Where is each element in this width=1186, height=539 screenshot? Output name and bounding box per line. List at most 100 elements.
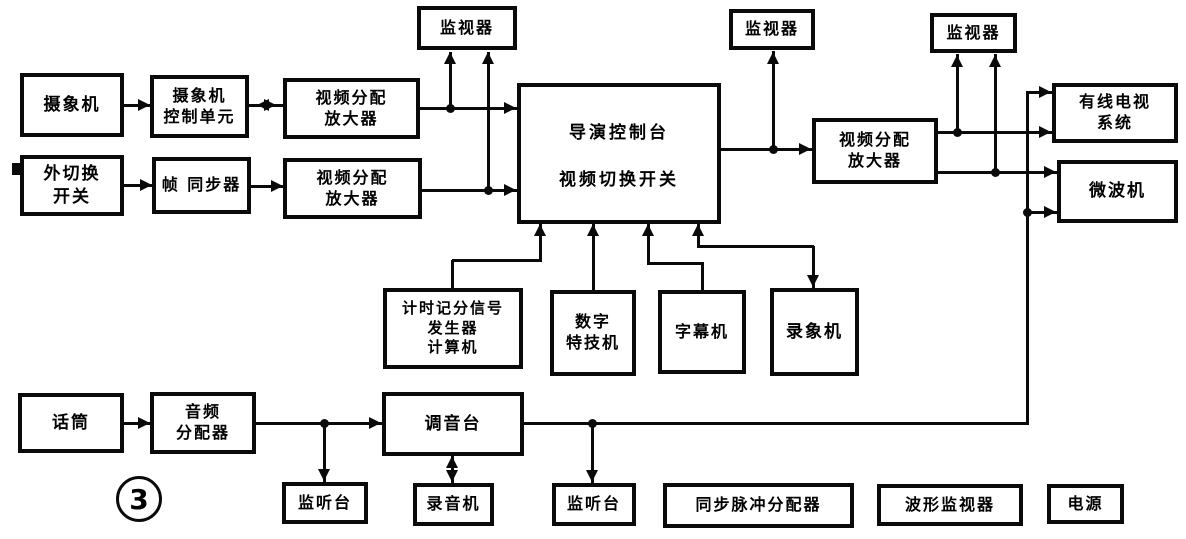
console-line-1: 导演控制台 xyxy=(569,122,669,143)
box-frame-synchronizer: 帧 同步器 xyxy=(152,157,251,214)
arrowhead-down xyxy=(446,470,458,482)
arrowhead-up xyxy=(642,224,654,236)
arrowhead-down xyxy=(807,275,819,287)
box-video-dist-amp-3-label: 视频分配 放大器 xyxy=(838,130,911,170)
junction-dot xyxy=(484,186,493,195)
box-audio-distributor: 音频 分配器 xyxy=(150,392,256,454)
connector-segment xyxy=(523,422,1029,425)
box-sync-pulse-distributor-label: 同步脉冲分配器 xyxy=(695,495,822,515)
arrowhead-right xyxy=(1044,166,1056,178)
box-microwave-unit: 微波机 xyxy=(1057,160,1178,223)
box-frame-synchronizer-label: 帧 同步器 xyxy=(161,175,242,195)
box-waveform-monitor-label: 波形监视器 xyxy=(904,494,995,514)
box-digital-effects-unit: 数字 特技机 xyxy=(550,290,636,376)
box-camera-control-unit: 摄象机 控制单元 xyxy=(150,75,249,138)
arrowhead-up xyxy=(482,52,494,64)
box-cable-tv-system-label: 有线电视 系统 xyxy=(1078,92,1151,132)
junction-dot xyxy=(446,104,455,113)
box-video-dist-amp-2: 视频分配 放大器 xyxy=(283,158,422,219)
box-listen-station-2: 监听台 xyxy=(552,483,636,526)
box-sync-pulse-distributor: 同步脉冲分配器 xyxy=(663,483,854,528)
box-audio-mixer-label: 调音台 xyxy=(424,413,482,434)
box-external-switch: 外切换 开关 xyxy=(20,155,124,216)
connector-segment xyxy=(1026,91,1029,424)
arrowhead-up xyxy=(989,55,1001,67)
box-audio-recorder: 录音机 xyxy=(413,483,494,526)
connector-segment xyxy=(123,422,150,425)
arrowhead-up xyxy=(587,224,599,236)
box-microphone-label: 话筒 xyxy=(52,412,90,433)
connector-segment xyxy=(1027,211,1057,214)
arrowhead-right xyxy=(140,179,152,191)
connector-segment xyxy=(701,263,704,290)
arrowhead-down xyxy=(586,470,598,482)
box-camera: 摄象机 xyxy=(20,73,124,137)
connector-segment xyxy=(812,246,815,288)
arrowhead-right xyxy=(271,180,283,192)
arrowhead-right xyxy=(138,99,150,111)
box-audio-recorder-label: 录音机 xyxy=(426,494,481,514)
box-camera-label: 摄象机 xyxy=(43,94,101,115)
connector-segment xyxy=(255,422,382,425)
connector-segment xyxy=(449,52,452,109)
connector-segment xyxy=(697,224,700,248)
connector-segment xyxy=(487,52,490,191)
box-power-supply: 电源 xyxy=(1047,484,1124,524)
scan-artifact xyxy=(12,163,21,175)
junction-dot xyxy=(1023,208,1032,217)
box-monitor-3: 监视器 xyxy=(930,13,1017,53)
box-audio-distributor-label: 音频 分配器 xyxy=(175,402,230,442)
junction-dot xyxy=(953,128,962,137)
box-video-recorder: 录象机 xyxy=(770,288,859,376)
junction-dot xyxy=(320,419,329,428)
connector-segment xyxy=(123,104,151,107)
box-monitor-1-label: 监视器 xyxy=(439,17,494,37)
box-monitor-1: 监视器 xyxy=(417,6,517,50)
arrowhead-up xyxy=(692,224,704,236)
box-power-supply-label: 电源 xyxy=(1067,493,1104,513)
box-timing-scoring-signal-generator-computer: 计时记分信号 发生器 计算机 xyxy=(383,288,523,369)
box-listen-station-2-label: 监听台 xyxy=(566,494,621,514)
arrowhead-right xyxy=(369,417,381,429)
arrowhead-right xyxy=(799,143,811,155)
box-audio-mixer: 调音台 xyxy=(382,392,524,456)
connector-segment xyxy=(592,224,595,290)
connector-segment xyxy=(323,423,326,483)
connector-segment xyxy=(721,148,812,151)
connector-segment xyxy=(123,184,153,187)
arrowhead-up xyxy=(767,52,779,64)
box-caption-generator: 字幕机 xyxy=(658,290,746,374)
connector-segment xyxy=(420,107,517,110)
connector-segment xyxy=(539,224,542,262)
connector-segment xyxy=(772,51,775,150)
box-monitor-2: 监视器 xyxy=(729,9,815,50)
box-video-recorder-label: 录象机 xyxy=(786,321,843,342)
console-line-2: 视频切换开关 xyxy=(559,169,679,190)
connector-segment xyxy=(648,262,704,265)
box-video-dist-amp-1: 视频分配 放大器 xyxy=(283,78,420,139)
arrowhead-up xyxy=(446,456,458,468)
arrowhead-right xyxy=(504,102,516,114)
connector-segment xyxy=(591,423,594,484)
box-timing-scoring-label: 计时记分信号 发生器 计算机 xyxy=(401,299,504,357)
connector-segment xyxy=(994,54,997,173)
box-monitor-3-label: 监视器 xyxy=(946,22,1001,42)
arrowhead-right xyxy=(138,417,150,429)
arrowhead-up xyxy=(951,55,963,67)
junction-dot xyxy=(588,419,597,428)
connector-segment xyxy=(451,260,454,289)
connector-segment xyxy=(250,185,283,188)
box-director-console-label: 导演控制台 视频切换开关 xyxy=(559,118,679,190)
junction-dot xyxy=(991,168,1000,177)
box-video-dist-amp-1-label: 视频分配 放大器 xyxy=(315,87,388,128)
arrowhead-down xyxy=(318,469,330,481)
box-microwave-unit-label: 微波机 xyxy=(1089,181,1146,202)
box-listen-station-1: 监听台 xyxy=(282,482,368,524)
box-monitor-2-label: 监视器 xyxy=(744,19,799,39)
figure-number-badge: 3 xyxy=(116,476,162,522)
figure-number: 3 xyxy=(129,482,149,516)
connector-segment xyxy=(698,245,814,248)
arrowhead-up xyxy=(534,224,546,236)
arrowhead-right xyxy=(264,99,276,111)
